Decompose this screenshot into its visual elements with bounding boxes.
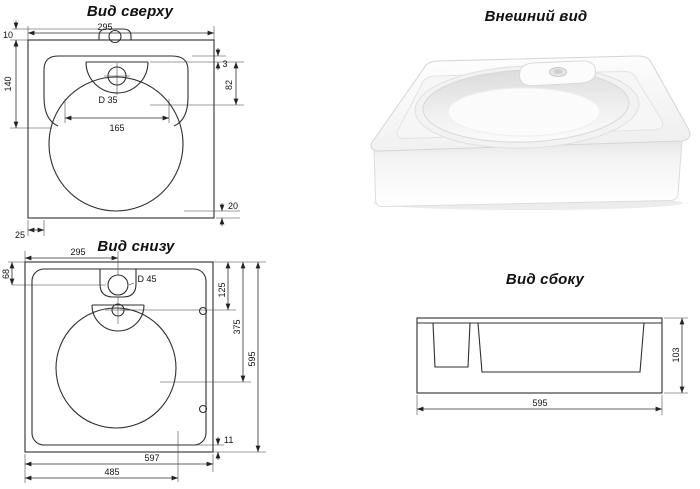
dim-side-inset-25: 25: [15, 220, 45, 240]
top-view-title: Вид сверху: [86, 3, 174, 20]
top-view-panel: 295 10 140 3: [0, 0, 260, 240]
sink-outer-edge: [27, 39, 215, 219]
side-view-outline: [416, 317, 663, 394]
bottom-view-drawing: 295 68 D 45 125 375: [1, 247, 266, 483]
dim-label-tray-width: 165: [109, 123, 124, 133]
top-view-outline: [27, 28, 215, 219]
bowl-circle: [48, 76, 184, 212]
dim-label-width: 595: [532, 398, 547, 408]
sink-inner-rim: [31, 268, 207, 446]
dim-bowl-center-375: 375: [160, 262, 251, 383]
external-view-render: [370, 55, 691, 210]
external-view-title: Внешний вид: [484, 8, 588, 25]
dim-label-full-height: 595: [247, 351, 257, 366]
faucet-mount-hole-inner: [553, 69, 563, 74]
bottom-view-panel: 295 68 D 45 125 375: [0, 235, 280, 489]
dim-label-hole-offset: 68: [1, 269, 11, 279]
dim-label-width: 295: [97, 22, 112, 32]
dim-bottom-gap-20: 20: [184, 201, 240, 226]
side-view-title: Вид сбоку: [505, 271, 585, 288]
top-view-drawing: 295 10 140 3: [3, 21, 244, 240]
dim-label-edge-gap: 3: [223, 59, 228, 69]
dim-label-tab-height: 10: [3, 30, 13, 40]
side-view-panel: 103 595 Вид сбоку: [400, 263, 700, 433]
sink-outer-edge: [24, 261, 214, 453]
dim-tray-depth-82: 82: [150, 62, 244, 106]
dim-hole-offset-68: 68: [1, 261, 106, 286]
dim-label-rim-inset: 11: [224, 435, 233, 445]
dim-label-height: 103: [671, 347, 681, 362]
bowl-tub-profile: [477, 322, 645, 373]
dim-edge-gap-3: 3: [150, 48, 244, 70]
dim-label-deck-depth: 140: [3, 76, 13, 91]
faucet-hole-diameter-label: D 35: [98, 95, 117, 105]
bowl-floor: [447, 87, 601, 137]
mount-hole-circle: [107, 274, 129, 296]
bottom-view-outline: [24, 261, 214, 453]
dim-bowl-edge-485: 485: [25, 431, 179, 482]
side-view-drawing: 103 595: [416, 317, 688, 415]
dim-label-tray-center: 125: [217, 282, 227, 297]
body-profile: [416, 317, 663, 394]
dim-width-295: 295: [27, 22, 215, 40]
dim-deck-depth-140: 140: [3, 40, 52, 129]
dim-label-tray-depth: 82: [224, 80, 234, 90]
dim-label-outer-width: 597: [144, 453, 159, 463]
dim-tab-height-10: 10: [3, 21, 99, 48]
dim-label-bowl-edge: 485: [104, 467, 119, 477]
small-tub-profile: [432, 322, 471, 368]
dim-label-bottom-gap: 20: [228, 201, 238, 211]
bowl-circle: [55, 307, 177, 429]
sink-front-face: [373, 139, 683, 208]
dim-full-height-595: 595: [213, 262, 266, 453]
dim-rim-inset-11: 11: [196, 435, 233, 460]
dim-height-103: 103: [664, 317, 688, 394]
fixing-hole-top: [198, 306, 208, 316]
dim-width-595: 595: [416, 395, 663, 415]
dim-half-width-295: 295: [24, 247, 119, 275]
fixing-hole-bottom: [198, 404, 208, 414]
dim-label-side-inset: 25: [15, 230, 25, 240]
dim-label-half-width: 295: [70, 247, 85, 257]
dim-mount-hole-d45: D 45: [128, 274, 157, 286]
bottom-view-title: Вид снизу: [97, 238, 175, 255]
mount-hole-diameter-label: D 45: [137, 274, 156, 284]
deck-contour: [43, 55, 189, 127]
dim-tray-width-165: 165: [64, 99, 170, 133]
external-view-panel: Внешний вид: [360, 0, 700, 235]
dim-label-bowl-center: 375: [232, 319, 242, 334]
tray-arc: [91, 304, 145, 332]
tab-hole-circle: [108, 29, 122, 44]
